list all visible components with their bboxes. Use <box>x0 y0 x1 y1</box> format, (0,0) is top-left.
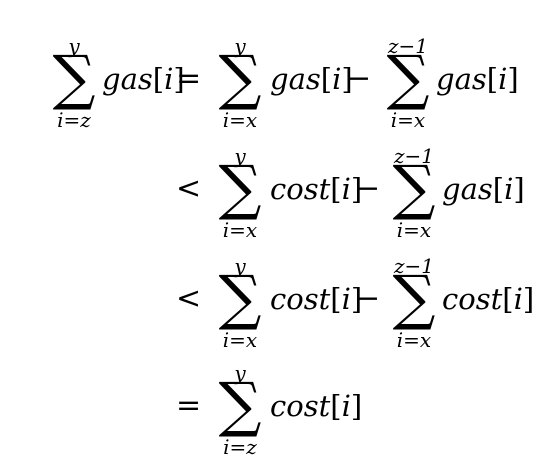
term-2-line3: cost[i] <box>442 283 534 315</box>
sum-lower-limit: i=z <box>223 435 257 459</box>
sigma-symbol: ∑ <box>218 370 262 440</box>
relation-line3: < <box>176 281 202 316</box>
close-bracket: ] <box>350 389 363 423</box>
close-bracket: ] <box>350 282 363 316</box>
index-variable: i <box>332 62 342 96</box>
open-bracket: [ <box>486 62 499 96</box>
sum-upper-limit: z−1 <box>387 34 429 58</box>
open-bracket: [ <box>330 172 342 206</box>
sum-lower-limit: i=x <box>222 328 258 352</box>
function-name: cost <box>270 172 331 206</box>
sigma-symbol: ∑ <box>218 43 262 113</box>
sum-upper-limit: y <box>234 144 246 168</box>
minus-line2: − <box>355 171 381 206</box>
term-lhs-line1: gas[i] <box>102 63 185 95</box>
index-variable: i <box>341 172 351 206</box>
open-bracket: [ <box>502 282 514 316</box>
sigma-symbol: ∑ <box>386 43 430 113</box>
index-variable: i <box>341 389 351 423</box>
function-name: cost <box>270 389 331 423</box>
close-bracket: ] <box>341 62 353 96</box>
sum-upper-limit: z−1 <box>393 144 435 168</box>
term-1-line1: gas[i] <box>270 63 353 95</box>
index-variable: i <box>341 282 351 316</box>
close-bracket: ] <box>522 282 535 316</box>
minus-line1: − <box>346 61 372 96</box>
sum-lower-limit: i=x <box>222 218 258 242</box>
open-bracket: [ <box>320 62 333 96</box>
sigma-symbol: ∑ <box>392 263 436 333</box>
sum-lower-limit: i=x <box>396 218 432 242</box>
close-bracket: ] <box>507 62 519 96</box>
function-name: gas <box>442 172 493 206</box>
close-bracket: ] <box>513 172 525 206</box>
close-bracket: ] <box>173 62 185 96</box>
relation-line4: = <box>176 388 202 423</box>
index-variable: i <box>498 62 508 96</box>
open-bracket: [ <box>330 389 342 423</box>
sigma-symbol: ∑ <box>218 263 262 333</box>
sum-upper-limit: y <box>68 34 80 58</box>
sigma-symbol: ∑ <box>218 153 262 223</box>
open-bracket: [ <box>330 282 342 316</box>
open-bracket: [ <box>152 62 165 96</box>
term-1-line4: cost[i] <box>270 390 362 422</box>
term-1-line3: cost[i] <box>270 283 362 315</box>
term-2-line2: gas[i] <box>442 173 525 205</box>
sigma-symbol: ∑ <box>392 153 436 223</box>
function-name: gas <box>270 62 321 96</box>
sum-upper-limit: z−1 <box>393 254 435 278</box>
sum-upper-limit: y <box>234 254 246 278</box>
function-name: cost <box>442 282 503 316</box>
sum-lower-limit: i=x <box>222 108 258 132</box>
function-name: gas <box>102 62 153 96</box>
minus-line3: − <box>355 281 381 316</box>
close-bracket: ] <box>350 172 363 206</box>
relation-line2: < <box>176 171 202 206</box>
relation-line1: = <box>176 61 202 96</box>
index-variable: i <box>504 172 514 206</box>
term-2-line1: gas[i] <box>436 63 519 95</box>
function-name: gas <box>436 62 487 96</box>
sum-upper-limit: y <box>234 34 246 58</box>
sum-lower-limit: i=x <box>390 108 426 132</box>
sum-upper-limit: y <box>234 361 246 385</box>
sum-lower-limit: i=z <box>57 108 91 132</box>
sum-lower-limit: i=x <box>396 328 432 352</box>
sigma-symbol: ∑ <box>52 43 96 113</box>
function-name: cost <box>270 282 331 316</box>
term-1-line2: cost[i] <box>270 173 362 205</box>
open-bracket: [ <box>492 172 505 206</box>
index-variable: i <box>513 282 523 316</box>
index-variable: i <box>164 62 174 96</box>
